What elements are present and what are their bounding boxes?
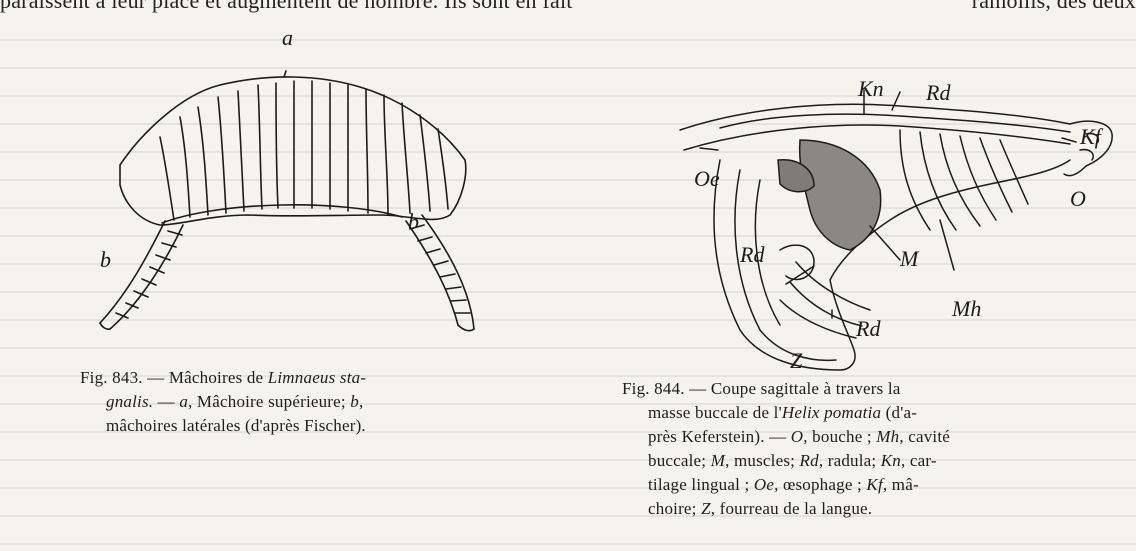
top-running-text: paraissent à leur place et augmentent de… — [0, 0, 1136, 14]
jaw-drawing — [70, 25, 490, 355]
label-Mh: Mh — [952, 296, 981, 322]
label-a: a — [282, 25, 293, 51]
label-b-right: b — [408, 209, 419, 235]
figure-843-caption: Fig. 843. — Mâchoires de Limnaeus sta- g… — [80, 366, 520, 438]
top-text-left: paraissent à leur place et augmentent de… — [0, 0, 573, 13]
label-Oe: Oe — [694, 166, 720, 192]
figure-843-illustration: a b b — [70, 25, 490, 355]
label-Z: Z — [790, 348, 802, 374]
label-Kn: Kn — [858, 76, 884, 102]
label-Rd-bottom: Rd — [856, 316, 880, 342]
label-M: M — [900, 246, 918, 272]
top-text-right: ramollis, des deux — [972, 0, 1136, 14]
fig843-number: Fig. 843. — [80, 368, 143, 387]
label-Rd-left: Rd — [740, 242, 764, 268]
label-Rd-top: Rd — [926, 80, 950, 106]
label-b-left: b — [100, 247, 111, 273]
figure-844-illustration: Kn Rd Kf Oe O Rd M Mh Rd Z — [600, 70, 1120, 380]
label-O: O — [1070, 186, 1086, 212]
label-Kf: Kf — [1080, 124, 1101, 150]
figure-844-caption: Fig. 844. — Coupe sagittale à travers la… — [622, 377, 1122, 521]
